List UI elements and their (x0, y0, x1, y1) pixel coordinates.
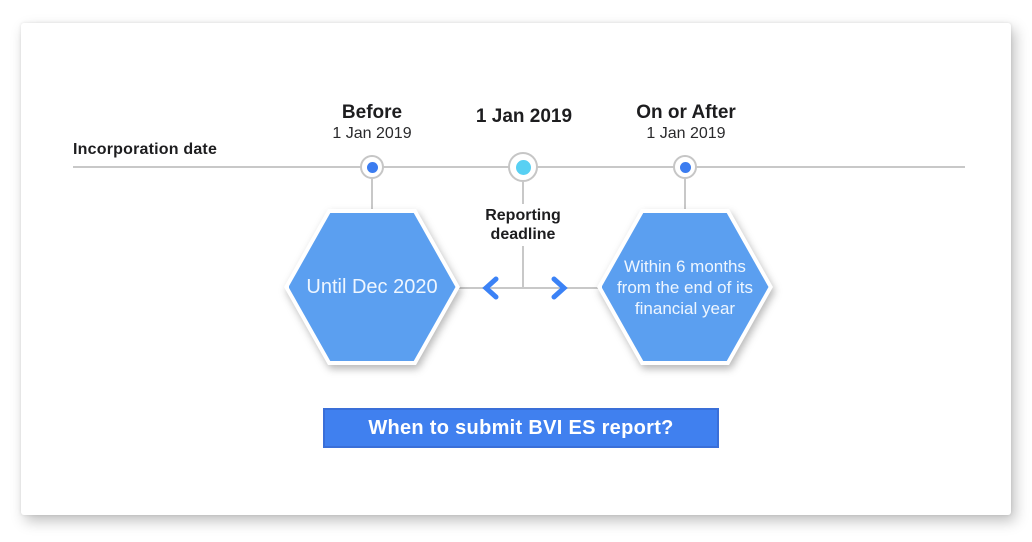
hexagon-right-line3: financial year (634, 298, 736, 318)
hexagon-until-dec-2020: Until Dec 2020 (284, 209, 460, 365)
timeline-label-before-title: Before (341, 102, 403, 123)
timeline-label-before: Before 1 Jan 2019 (332, 102, 411, 143)
submit-report-banner-button[interactable]: When to submit BVI ES report? (323, 408, 719, 448)
timeline-marker-on-or-after (673, 155, 697, 179)
hexagon-right-line1: Within 6 months (624, 256, 746, 276)
hexagon-right-line2: from the end of its (616, 277, 754, 297)
reporting-deadline-line1: Reporting (485, 207, 561, 224)
blue-dot-icon (679, 161, 691, 173)
hexagon-border: Within 6 months from the end of its fina… (597, 209, 773, 365)
timeline-label-on-or-after-subtitle: 1 Jan 2019 (646, 125, 726, 142)
stem-right (684, 179, 686, 212)
timeline-label-before-subtitle: 1 Jan 2019 (332, 125, 412, 142)
reporting-deadline-label: Reporting deadline (477, 204, 569, 246)
timeline-label-1jan2019-title: 1 Jan 2019 (475, 106, 573, 127)
timeline-label-on-or-after-title: On or After (636, 102, 736, 123)
hexagon-left-text: Until Dec 2020 (306, 275, 438, 298)
timeline-axis-label: Incorporation date (73, 141, 218, 158)
timeline-label-on-or-after: On or After 1 Jan 2019 (636, 102, 736, 143)
hexagon-within-6-months: Within 6 months from the end of its fina… (597, 209, 773, 365)
deadline-connector-line (458, 287, 600, 289)
timeline-marker-1jan2019 (508, 152, 538, 182)
timeline-marker-before (360, 155, 384, 179)
hexagon-fill: Within 6 months from the end of its fina… (601, 213, 769, 361)
reporting-deadline-line2: deadline (490, 226, 556, 243)
hexagon-fill: Until Dec 2020 (288, 213, 456, 361)
hexagon-border: Until Dec 2020 (284, 209, 460, 365)
blue-dot-icon (366, 161, 378, 173)
timeline-label-1jan2019: 1 Jan 2019 (476, 106, 572, 128)
cyan-dot-icon (515, 159, 531, 175)
stem-left (371, 179, 373, 212)
chevron-right-icon (551, 276, 568, 300)
chevron-left-icon (482, 276, 499, 300)
